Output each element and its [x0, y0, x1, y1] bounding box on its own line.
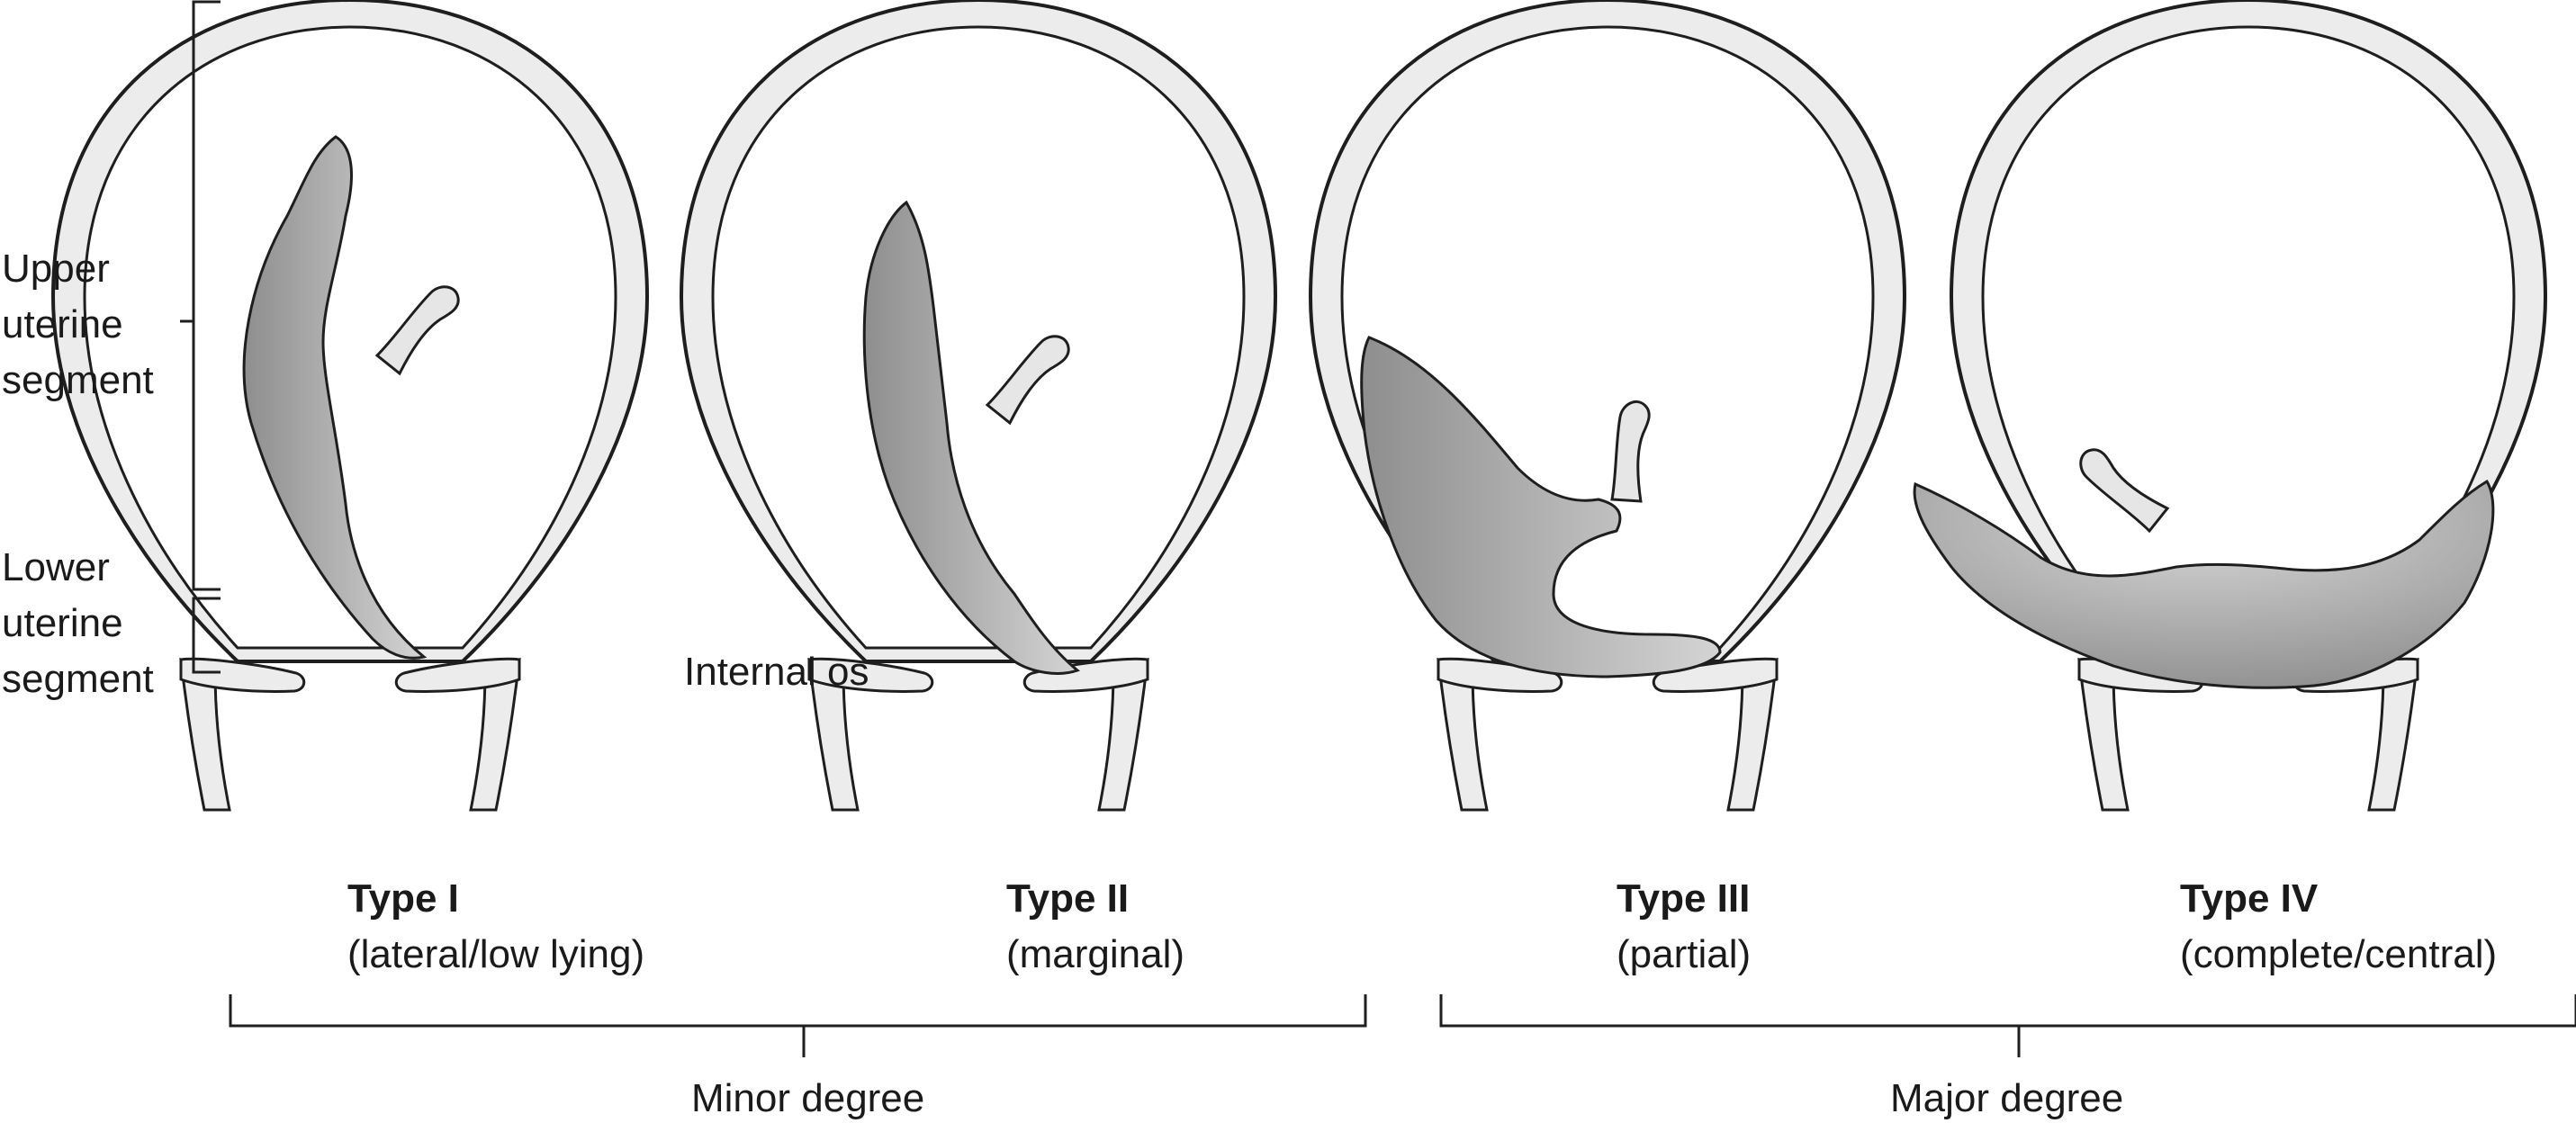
uterus-type-1: [51, 0, 649, 812]
placenta-type-4: [1913, 479, 2495, 689]
type-2-subtitle: (marginal): [1006, 932, 1185, 976]
placenta-type-3: [1360, 336, 1722, 678]
uterus-type-2: [680, 0, 1277, 812]
type-3-title: Type III: [1617, 876, 1751, 921]
type-3-subtitle: (partial): [1617, 932, 1752, 976]
placenta-type-1: [242, 135, 428, 660]
lower-segment-bracket: [192, 597, 221, 674]
type-1-title: Type I: [347, 876, 459, 921]
upper-segment-label-line-1: Upper: [2, 247, 110, 291]
placenta-type-2: [862, 200, 1080, 675]
lower-segment-label-line-3: segment: [2, 657, 154, 701]
minor-degree-label: Minor degree: [691, 1076, 925, 1120]
major-degree-bracket: [1439, 994, 2576, 1057]
uterus-type-4: [1913, 0, 2547, 812]
segment-brackets: [180, 0, 221, 674]
type-1-subtitle: (lateral/low lying): [347, 932, 645, 976]
uterus-type-3: [1309, 0, 1906, 812]
type-2-title: Type II: [1006, 876, 1130, 921]
lower-segment-label-line-2: uterine: [2, 601, 123, 645]
internal-os-label: Internal os: [684, 650, 869, 694]
minor-degree-bracket: [229, 994, 1367, 1057]
upper-segment-bracket: [180, 0, 221, 591]
degree-brackets: [229, 994, 2576, 1057]
type-4-title: Type IV: [2180, 876, 2319, 921]
type-4-subtitle: (complete/central): [2180, 932, 2498, 976]
upper-segment-label-line-2: uterine: [2, 302, 123, 346]
upper-segment-label-line-3: segment: [2, 358, 154, 402]
lower-segment-label-line-1: Lower: [2, 545, 110, 589]
major-degree-label: Major degree: [1890, 1076, 2124, 1120]
